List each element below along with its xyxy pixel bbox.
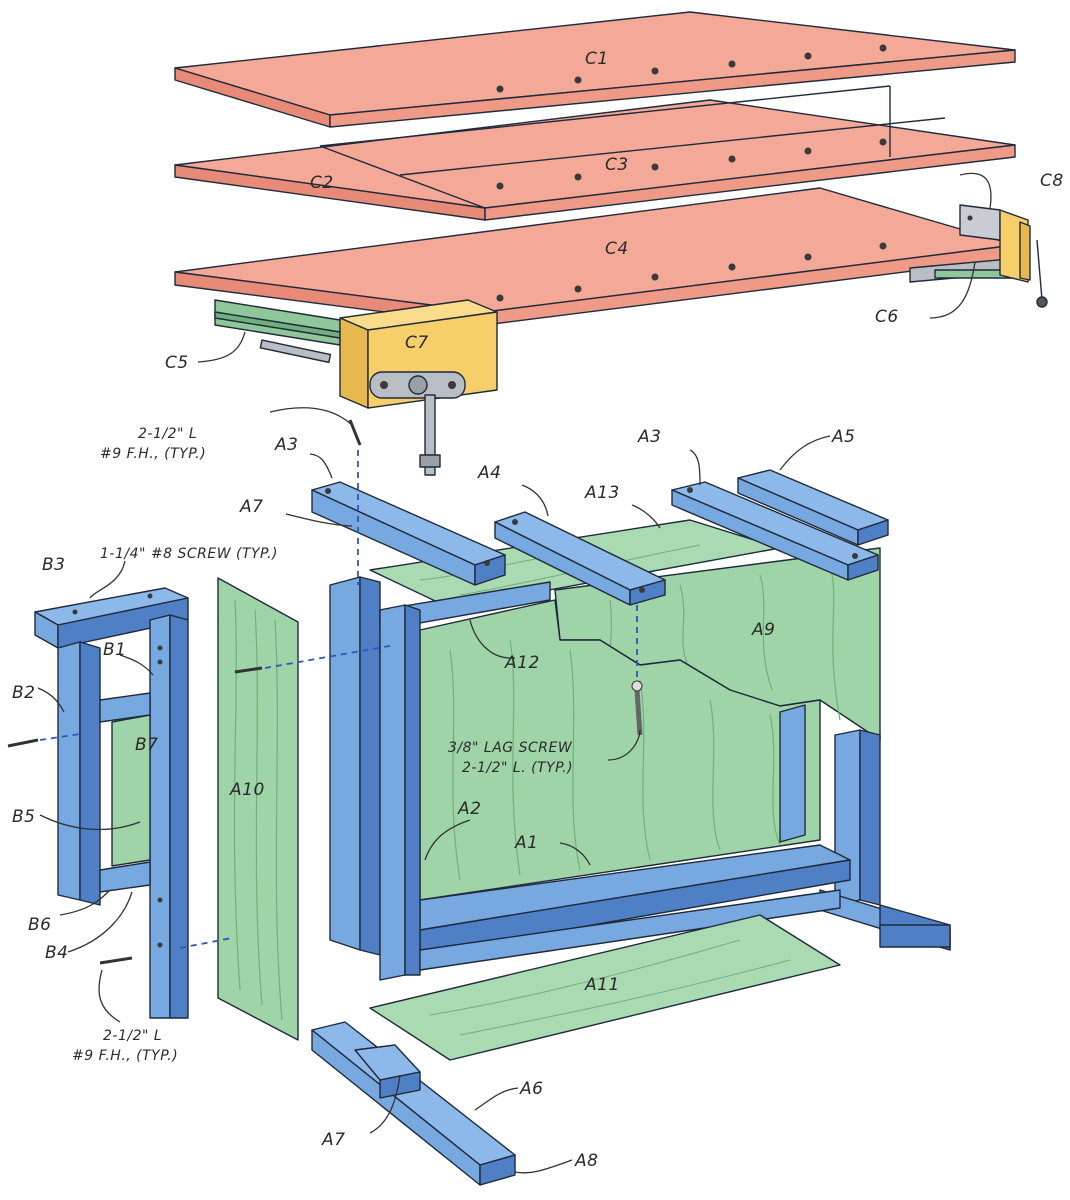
panel-a12	[419, 599, 821, 901]
label-a8: A8	[574, 1151, 598, 1171]
panel-a11	[369, 914, 841, 1061]
screw-icon	[7, 419, 643, 965]
label-a10: A10	[229, 780, 265, 800]
label-b1: B1	[103, 640, 126, 660]
label-a7-top: A7	[239, 497, 263, 517]
note-lag-1: 3/8" LAG SCREW	[448, 740, 573, 756]
rail-a4	[494, 511, 666, 606]
label-b4: B4	[45, 943, 68, 963]
label-a7-bottom: A7	[321, 1130, 345, 1150]
panel-c4	[174, 187, 1016, 326]
foot-a6	[311, 1021, 516, 1186]
label-c7: C7	[405, 333, 429, 353]
label-a11: A11	[584, 975, 620, 995]
note-lag-2: 2-1/2" L. (TYP.)	[462, 760, 573, 776]
rail-a5	[737, 469, 889, 546]
rail-a3-right	[671, 481, 879, 581]
note-screw-bottom-1: 2-1/2" L	[103, 1028, 162, 1044]
frame-a2	[329, 576, 841, 981]
label-b3: B3	[42, 555, 65, 575]
label-a4: A4	[477, 463, 501, 483]
note-screw-top-1: 2-1/2" L	[138, 426, 197, 442]
label-a3-right: A3	[637, 427, 661, 447]
note-screw-top-2: #9 F.H., (TYP.)	[100, 446, 206, 462]
label-a6: A6	[519, 1079, 543, 1099]
label-a5: A5	[831, 427, 855, 447]
rail-a3-left	[311, 481, 506, 586]
panel-c2-c3	[174, 85, 1016, 221]
label-c8: C8	[1040, 171, 1064, 191]
label-c6: C6	[875, 307, 899, 327]
vise-c6-c8	[909, 204, 1048, 308]
leader-lines	[37, 172, 992, 1174]
alignment-lines	[39, 450, 638, 949]
vise-block-c7	[339, 299, 498, 476]
label-a9: A9	[751, 620, 775, 640]
label-b7: B7	[135, 735, 158, 755]
hardware-notes: 2-1/2" L #9 F.H., (TYP.) 1-1/4" #8 SCREW…	[72, 426, 573, 1064]
note-screw-mid: 1-1/4" #8 SCREW (TYP.)	[100, 546, 278, 562]
panel-a10	[217, 577, 299, 1041]
label-c2: C2	[310, 173, 334, 193]
panel-c1	[174, 11, 1016, 128]
label-a12: A12	[504, 653, 540, 673]
label-c1: C1	[585, 49, 609, 69]
label-a2: A2	[457, 799, 481, 819]
label-b5: B5	[12, 807, 35, 827]
label-c4: C4	[605, 239, 629, 259]
label-a13: A13	[584, 483, 620, 503]
label-b2: B2	[12, 683, 35, 703]
label-a3-left: A3	[274, 435, 298, 455]
label-b6: B6	[28, 915, 51, 935]
rail-c5	[214, 299, 341, 364]
part-labels: C1 C2 C3 C4 C5 C6 C7 C8 A3 A7 A4 A13 A3 …	[12, 49, 1064, 1171]
side-frame-b	[34, 587, 189, 1019]
note-screw-bottom-2: #9 F.H., (TYP.)	[72, 1048, 178, 1064]
label-a1: A1	[514, 833, 538, 853]
label-c5: C5	[165, 353, 189, 373]
label-c3: C3	[605, 155, 629, 175]
